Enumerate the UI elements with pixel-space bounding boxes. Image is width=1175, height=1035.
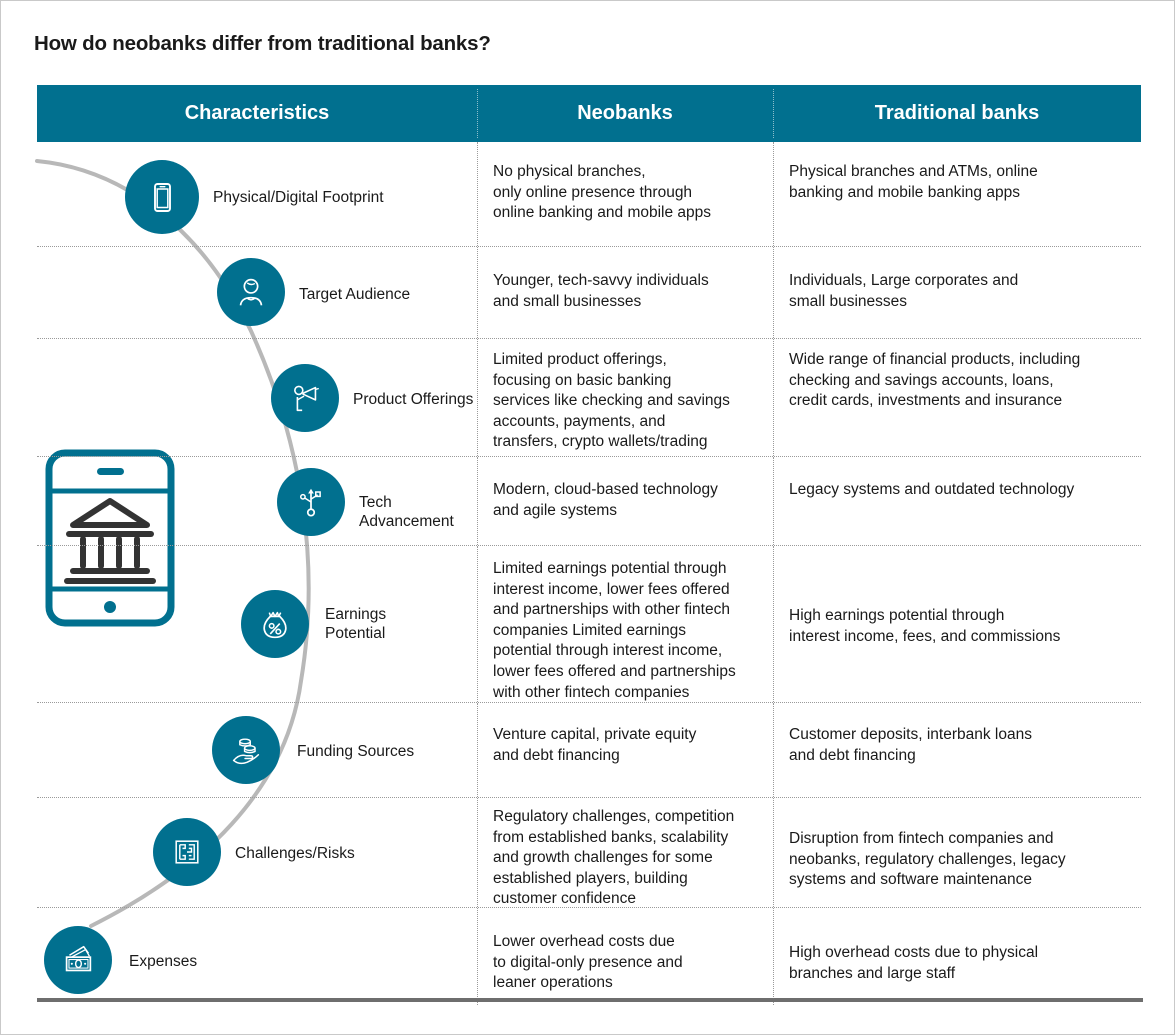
- traditional-cell: Physical branches and ATMs, online banki…: [789, 163, 1038, 201]
- neobanks-cell: Venture capital, private equity and debt…: [493, 726, 697, 764]
- row-divider-2: [773, 247, 774, 338]
- table-row: Expenses Lower overhead costs due to dig…: [37, 908, 1141, 1005]
- characteristic-label: Target Audience: [299, 286, 411, 303]
- neobanks-cell: Limited product offerings, focusing on b…: [493, 351, 730, 451]
- traditional-cell: High earnings potential through interest…: [789, 607, 1061, 645]
- characteristic-label: Product Offerings: [353, 391, 474, 408]
- header-traditional-banks: Traditional banks: [874, 102, 1040, 124]
- megaphone-icon: [271, 364, 339, 432]
- table-row: Earnings Potential Limited earnings pote…: [37, 546, 1141, 703]
- characteristic-label: Earnings Potential: [325, 606, 387, 643]
- usb-icon: [277, 468, 345, 536]
- row-divider-1: [477, 142, 478, 246]
- characteristic-cell: Physical/Digital Footprint: [37, 142, 477, 246]
- row-divider-1: [477, 798, 478, 907]
- traditional-cell: Disruption from fintech companies and ne…: [789, 830, 1066, 889]
- row-divider-1: [477, 339, 478, 456]
- user-profile-icon: [217, 258, 285, 326]
- characteristic-cell: Earnings Potential: [37, 546, 477, 702]
- characteristic-cell: Expenses: [37, 908, 477, 1005]
- traditional-cell: Customer deposits, interbank loans and d…: [789, 726, 1032, 764]
- table-row: Funding Sources Venture capital, private…: [37, 703, 1141, 798]
- row-divider-1: [477, 457, 478, 545]
- bottom-rule: [37, 998, 1143, 1002]
- smartphone-icon: [125, 160, 199, 234]
- row-divider-2: [773, 142, 774, 246]
- characteristic-cell: Tech Advancement: [37, 457, 477, 545]
- table-row: Target Audience Younger, tech-savvy indi…: [37, 247, 1141, 339]
- characteristic-cell: Product Offerings: [37, 339, 477, 456]
- neobanks-cell: Lower overhead costs due to digital-only…: [493, 933, 683, 992]
- money-bag-percent-icon: [241, 590, 309, 658]
- header-characteristics: Characteristics: [184, 102, 330, 124]
- row-divider-1: [477, 546, 478, 702]
- characteristic-label: Expenses: [129, 953, 198, 970]
- header-divider-1: [477, 89, 478, 138]
- neobanks-cell: Younger, tech-savvy individuals and smal…: [493, 272, 709, 310]
- characteristic-cell: Funding Sources: [37, 703, 477, 797]
- table-body: Physical/Digital Footprint No physical b…: [37, 142, 1141, 1005]
- traditional-cell: Individuals, Large corporates and small …: [789, 272, 1019, 310]
- hand-coins-icon: [212, 716, 280, 784]
- neobanks-cell: No physical branches, only online presen…: [493, 163, 712, 222]
- neobanks-cell: Regulatory challenges, competition from …: [493, 808, 735, 908]
- mobile-banking-icon: [45, 449, 175, 627]
- header-neobanks: Neobanks: [577, 102, 673, 124]
- row-divider-2: [773, 339, 774, 456]
- maze-icon: [153, 818, 221, 886]
- row-divider-1: [477, 908, 478, 1005]
- page-title: How do neobanks differ from traditional …: [34, 32, 491, 55]
- characteristic-cell: Challenges/Risks: [37, 798, 477, 907]
- table-header: Characteristics Neobanks Traditional ban…: [37, 85, 1141, 142]
- characteristic-cell: Target Audience: [37, 247, 477, 338]
- row-divider-2: [773, 546, 774, 702]
- characteristic-label: Physical/Digital Footprint: [213, 189, 384, 206]
- neobanks-cell: Modern, cloud-based technology and agile…: [493, 481, 718, 519]
- table-row: Product Offerings Limited product offeri…: [37, 339, 1141, 457]
- characteristic-label: Funding Sources: [297, 743, 415, 760]
- traditional-cell: Legacy systems and outdated technology: [789, 481, 1075, 498]
- table-row: Challenges/Risks Regulatory challenges, …: [37, 798, 1141, 908]
- neobanks-cell: Limited earnings potential through inter…: [493, 560, 736, 701]
- row-divider-1: [477, 247, 478, 338]
- row-divider-2: [773, 798, 774, 907]
- header-divider-2: [773, 89, 774, 138]
- row-divider-2: [773, 703, 774, 797]
- row-divider-2: [773, 908, 774, 1005]
- row-divider-1: [477, 703, 478, 797]
- characteristic-label: Tech Advancement: [359, 494, 454, 531]
- characteristic-label: Challenges/Risks: [235, 845, 355, 862]
- traditional-cell: High overhead costs due to physical bran…: [789, 944, 1039, 982]
- banknotes-icon: [44, 926, 112, 994]
- table-row: Tech Advancement Modern, cloud-based tec…: [37, 457, 1141, 546]
- row-divider-2: [773, 457, 774, 545]
- table-row: Physical/Digital Footprint No physical b…: [37, 142, 1141, 247]
- traditional-cell: Wide range of financial products, includ…: [789, 351, 1081, 410]
